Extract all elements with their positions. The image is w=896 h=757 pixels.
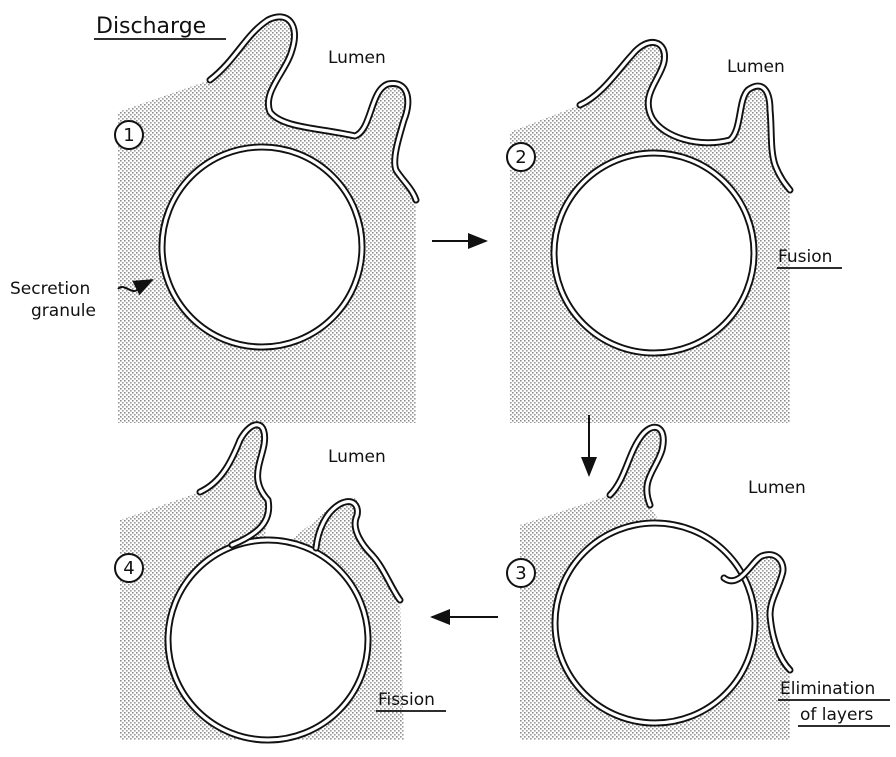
- panel-step-1: Lumen 1 Secretion granule: [10, 17, 416, 423]
- diagram-title: Discharge: [96, 14, 206, 39]
- secretion-granule-label-line2: granule: [31, 301, 96, 321]
- step-number: 1: [123, 125, 134, 146]
- lumen-label: Lumen: [748, 478, 806, 498]
- step-number: 2: [515, 147, 526, 168]
- step-number: 3: [515, 563, 526, 584]
- secretion-granule-label-line1: Secretion: [10, 279, 90, 299]
- lumen-label: Lumen: [328, 48, 386, 68]
- step-caption-line2: of layers: [800, 705, 873, 725]
- step-number: 4: [123, 558, 134, 579]
- panel-step-2: Lumen 2 Fusion: [507, 42, 842, 423]
- lumen-label: Lumen: [727, 57, 785, 77]
- step-caption: Fission: [378, 690, 435, 710]
- step-caption: Fusion: [778, 247, 832, 267]
- lumen-label: Lumen: [328, 447, 386, 467]
- step-caption-line1: Elimination: [780, 679, 875, 699]
- panel-step-4: Lumen 4 Fission: [115, 425, 446, 740]
- panel-step-3: Lumen 3 Elimination of layers: [507, 427, 890, 740]
